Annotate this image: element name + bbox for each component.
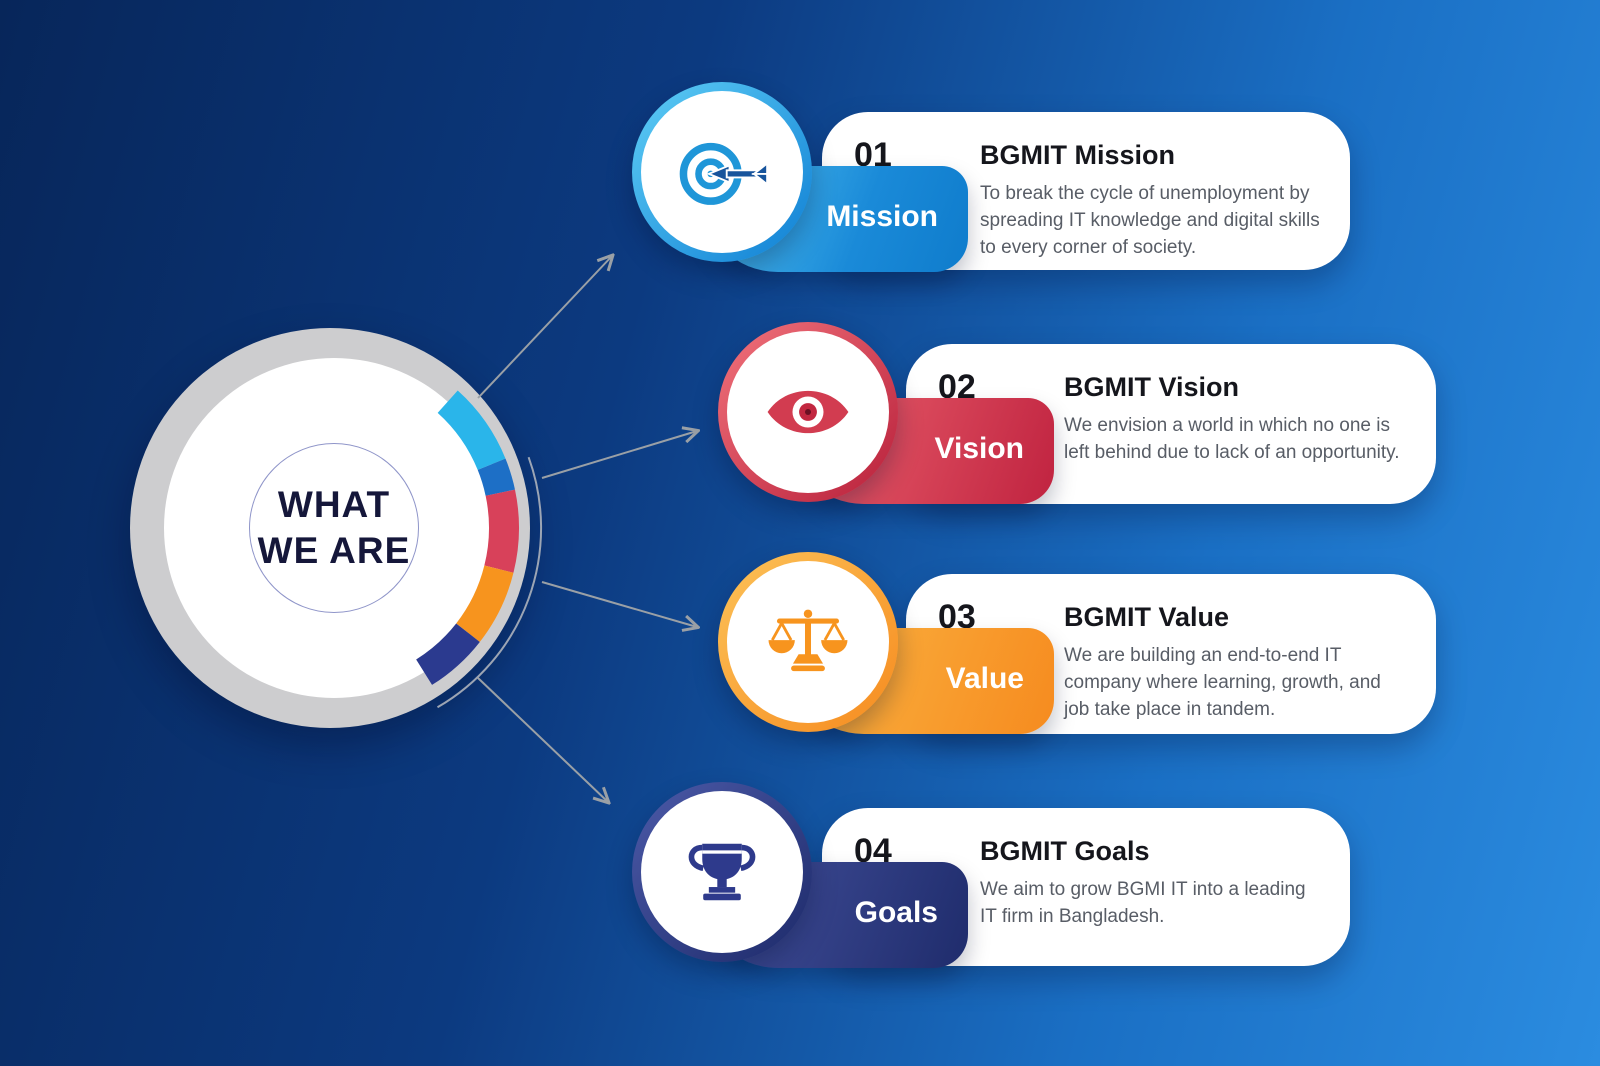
eye-icon (767, 390, 849, 434)
mission-title: BGMIT Mission (980, 140, 1175, 170)
mission-icon-bg (641, 91, 803, 253)
value-banner-label: Value (945, 662, 1024, 695)
arrow-to-mission (477, 256, 612, 399)
balance-scales-icon (768, 609, 848, 672)
hub-title-line2: WE ARE (257, 530, 411, 571)
goals-icon-bg (641, 791, 803, 953)
arrow-to-vision (541, 431, 697, 479)
hub-title-line1: WHAT (277, 483, 391, 525)
value-description: We are building an end-to-end IT company… (1064, 645, 1381, 720)
goals-banner-label: Goals (854, 896, 938, 929)
goals-title: BGMIT Goals (980, 836, 1150, 866)
vision-icon-circle (718, 322, 898, 502)
value-icon-circle (718, 552, 898, 732)
target-dart-icon (679, 142, 769, 205)
trophy-icon (688, 843, 756, 901)
mission-description: To break the cycle of unemployment by sp… (980, 183, 1320, 258)
value-title: BGMIT Value (1064, 602, 1230, 632)
goals-icon-circle (632, 782, 812, 962)
value-icon-bg (727, 561, 889, 723)
vision-title: BGMIT Vision (1064, 372, 1240, 402)
vision-icon-bg (727, 331, 889, 493)
vision-banner-label: Vision (934, 432, 1024, 465)
hub-title-ring: WHAT WE ARE (249, 443, 419, 613)
arrow-to-goals (477, 677, 608, 802)
vision-card-content: BGMIT Vision We envision a world in whic… (1064, 368, 1408, 504)
value-card-content: BGMIT Value We are building an end-to-en… (1064, 598, 1408, 734)
mission-banner-label: Mission (826, 200, 938, 233)
goals-description: We aim to grow BGMI IT into a leading IT… (980, 879, 1306, 927)
mission-card-content: BGMIT Mission To break the cycle of unem… (980, 136, 1322, 270)
goals-card-content: BGMIT Goals We aim to grow BGMI IT into … (980, 832, 1322, 966)
mission-icon-circle (632, 82, 812, 262)
arrow-to-value (541, 581, 697, 627)
vision-description: We envision a world in which no one is l… (1064, 415, 1400, 463)
